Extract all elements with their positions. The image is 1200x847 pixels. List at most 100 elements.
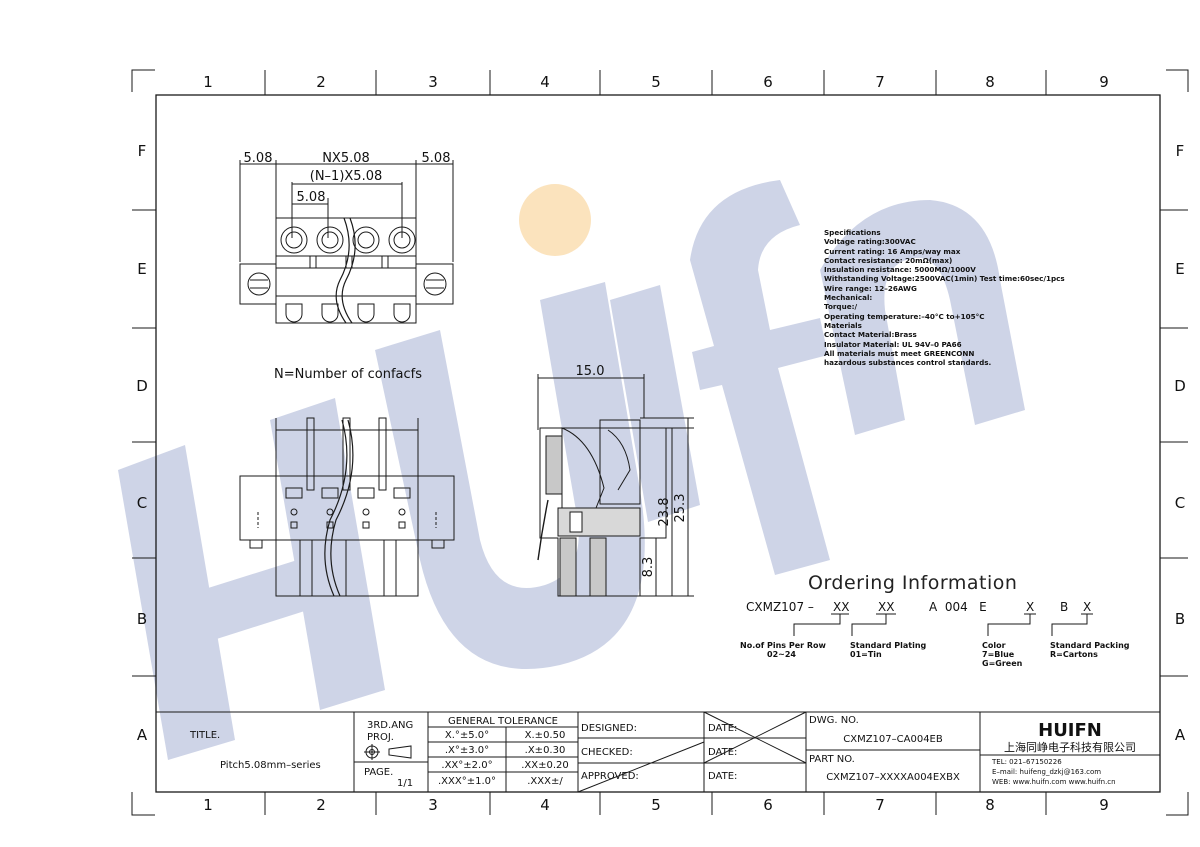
col-label-bottom-8: 8 (985, 796, 995, 814)
pins-range: 02~24 (767, 650, 796, 659)
spec-line: Current rating: 16 Amps/way max (824, 246, 961, 256)
part-number-value: CXMZ107–XXXXA004EXBX (826, 772, 960, 783)
tolerance-angle-4: .XXX°±1.0° (438, 776, 496, 787)
row-label-left-E: E (137, 260, 146, 278)
col-label-bottom-7: 7 (875, 796, 885, 814)
tolerance-linear-2: .X±0.30 (525, 745, 566, 756)
drawing-number-label: DWG. NO. (809, 715, 859, 726)
row-label-right-B: B (1175, 610, 1185, 628)
order-fixed-code: A 004 E (929, 600, 987, 614)
title-label: TITLE. (189, 730, 220, 741)
dim-side-height-3: 8.3 (641, 557, 656, 578)
row-label-left-C: C (137, 494, 147, 512)
color-label: Color (982, 641, 1006, 650)
row-label-right-E: E (1175, 260, 1184, 278)
spec-line: Voltage rating:300VAC (824, 237, 916, 247)
part-number-label: PART NO. (809, 754, 855, 765)
spec-line: All materials must meet GREENCONN (824, 348, 975, 358)
col-label-top-7: 7 (875, 73, 885, 91)
specifications-block: Specifications Voltage rating:300VAC Cur… (824, 228, 1065, 367)
dim-side-height-1: 23.8 (657, 498, 672, 527)
row-label-right-C: C (1175, 494, 1185, 512)
spec-line: Specifications (824, 228, 881, 237)
col-label-top-6: 6 (763, 73, 773, 91)
order-pack-code: X (1083, 600, 1091, 614)
packing-value: R=Cartons (1050, 650, 1098, 659)
row-label-right-F: F (1176, 142, 1185, 160)
page-value: 1/1 (397, 778, 413, 789)
col-label-bottom-6: 6 (763, 796, 773, 814)
tolerance-linear-3: .XX±0.20 (521, 760, 569, 771)
spec-line: Contact resistance: 20mΩ(max) (824, 255, 953, 265)
col-label-top-1: 1 (203, 73, 213, 91)
packing-label: Standard Packing (1050, 641, 1130, 650)
company-name: 上海同峥电子科技有限公司 (1004, 740, 1136, 754)
plating-value: 01=Tin (850, 650, 882, 659)
date-label-1: DATE: (708, 723, 737, 734)
dim-side-height-2: 25.3 (673, 494, 688, 523)
col-label-bottom-9: 9 (1099, 796, 1109, 814)
tolerance-title: GENERAL TOLERANCE (448, 716, 558, 727)
spec-line: Materials (824, 320, 862, 330)
col-label-top-5: 5 (651, 73, 661, 91)
row-label-left-B: B (137, 610, 147, 628)
row-label-left-F: F (138, 142, 147, 160)
watermark-dot (519, 184, 591, 256)
dim-inner-span: (N–1)X5.08 (310, 169, 383, 184)
title-value: Pitch5.08mm–series (220, 760, 321, 771)
drawing-number-value: CXMZ107–CA004EB (843, 734, 943, 745)
order-pins-code: XX (833, 600, 849, 614)
spec-line: Operating temperature:–40°C to+105°C (824, 311, 985, 321)
approved-label: APPROVED: (581, 771, 639, 782)
order-color-code: X (1026, 600, 1034, 614)
dim-pitch: 5.08 (297, 190, 326, 205)
projection-label-2: PROJ. (367, 732, 394, 743)
col-label-bottom-2: 2 (316, 796, 326, 814)
color-green: G=Green (982, 659, 1023, 668)
color-blue: 7=Blue (982, 650, 1015, 659)
date-label-3: DATE: (708, 771, 737, 782)
tolerance-angle-2: .X°±3.0° (445, 745, 489, 756)
company-web: WEB: www.huifn.com www.huifn.cn (992, 778, 1116, 786)
pins-label: No.of Pins Per Row (740, 641, 827, 650)
col-label-top-2: 2 (316, 73, 326, 91)
tolerance-linear-1: X.±0.50 (525, 730, 566, 741)
col-label-bottom-4: 4 (540, 796, 550, 814)
contacts-note: N=Number of confacfs (274, 367, 422, 382)
spec-line: Torque:/ (824, 302, 858, 312)
dim-total-width: NX5.08 (322, 151, 370, 166)
order-prefix: CXMZ107 – (746, 600, 814, 614)
watermark-logo (118, 180, 1025, 760)
spec-line: Mechanical: (824, 293, 873, 303)
spec-line: hazardous substances control standards. (824, 358, 992, 368)
plating-label: Standard Plating (850, 641, 927, 650)
row-label-left-D: D (136, 377, 148, 395)
col-label-bottom-1: 1 (203, 796, 213, 814)
tolerance-linear-4: .XXX±/ (527, 776, 563, 787)
col-label-bottom-5: 5 (651, 796, 661, 814)
dim-side-width: 15.0 (576, 364, 605, 379)
spec-line: Contact Material:Brass (824, 330, 917, 340)
checked-label: CHECKED: (581, 747, 633, 758)
row-label-right-D: D (1174, 377, 1186, 395)
tolerance-angle-1: X.°±5.0° (445, 730, 489, 741)
date-label-2: DATE: (708, 747, 737, 758)
projection-label-1: 3RD.ANG (367, 720, 413, 731)
spec-line: Insulator Material: UL 94V–0 PA66 (824, 339, 962, 349)
tolerance-angle-3: .XX°±2.0° (441, 760, 492, 771)
row-label-right-A: A (1175, 726, 1186, 744)
order-plating-code: XX (878, 600, 894, 614)
dim-right-pitch: 5.08 (422, 151, 451, 166)
company-logo: HUIFN (1038, 720, 1102, 741)
col-label-bottom-3: 3 (428, 796, 438, 814)
col-label-top-4: 4 (540, 73, 550, 91)
ordering-title: Ordering Information (808, 572, 1018, 594)
page-label: PAGE. (364, 767, 393, 778)
order-pack-prefix: B (1060, 600, 1068, 614)
